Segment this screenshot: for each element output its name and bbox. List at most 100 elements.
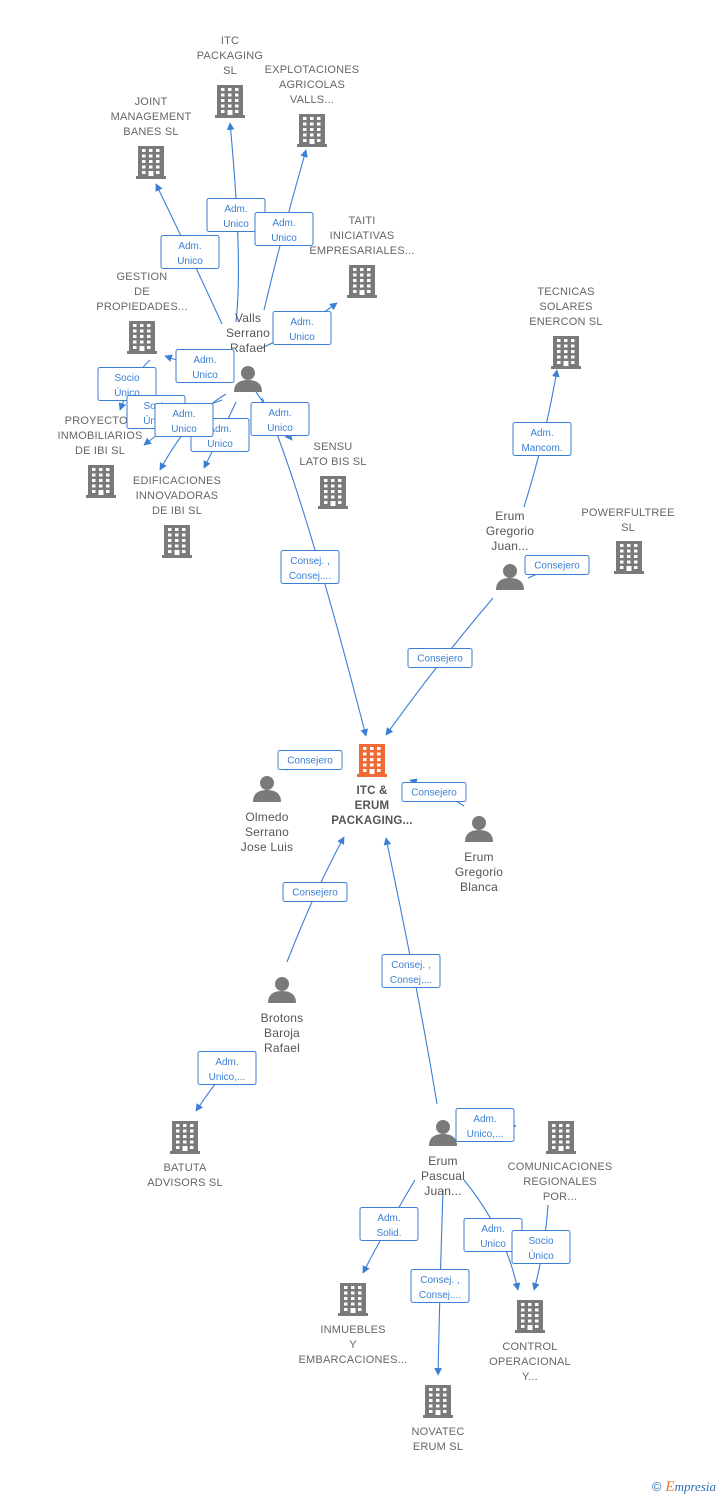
relation-badge[interactable]: Adm.Unico: [250, 402, 310, 436]
node-label: MANAGEMENT: [111, 111, 192, 123]
node-label: BANES SL: [123, 126, 178, 138]
relation-badge[interactable]: Adm.Unico: [175, 349, 235, 383]
relation-badge[interactable]: Adm.Unico: [154, 403, 214, 437]
relation-badge[interactable]: Adm. Unico,...: [455, 1108, 515, 1142]
relation-label: Solid.: [376, 1228, 401, 1239]
node-label: ITC: [221, 35, 239, 47]
building-icon: [515, 1300, 545, 1333]
node-control[interactable]: CONTROL OPERACIONAL Y...: [489, 1300, 571, 1383]
brand-logo-text: mpresia: [674, 1479, 716, 1494]
node-label: Erum: [428, 1154, 457, 1168]
node-label: Y...: [522, 1371, 538, 1383]
relation-label: Adm.: [208, 424, 231, 435]
relation-badge[interactable]: Consejero: [407, 648, 473, 668]
node-label: Serrano: [226, 326, 270, 340]
node-label: Juan...: [424, 1184, 461, 1198]
relation-badge[interactable]: Adm.Solid.: [359, 1207, 419, 1241]
node-label: OPERACIONAL: [489, 1356, 571, 1368]
relation-badge[interactable]: Consejero: [524, 555, 590, 575]
node-comunicaciones[interactable]: COMUNICACIONESREGIONALESPOR...: [508, 1121, 613, 1203]
node-label: SL: [223, 65, 237, 77]
node-gestion[interactable]: GESTIONDEPROPIEDADES...: [96, 271, 188, 354]
node-label: Serrano: [245, 825, 289, 839]
building-icon: [170, 1121, 200, 1154]
node-taiti[interactable]: TAITIINICIATIVASEMPRESARIALES...: [309, 215, 414, 298]
relation-label: Adm.: [530, 428, 553, 439]
node-label: EMBARCACIONES...: [299, 1354, 408, 1366]
node-label: PROPIEDADES...: [96, 301, 187, 313]
person-icon: [234, 366, 262, 392]
node-label: VALLS...: [290, 94, 334, 106]
node-label: GESTION: [117, 271, 168, 283]
node-explotaciones[interactable]: EXPLOTACIONESAGRICOLASVALLS...: [265, 64, 360, 147]
building-icon: [318, 476, 348, 509]
node-label: INNOVADORAS: [136, 490, 219, 502]
relation-label: Único: [528, 1249, 554, 1262]
relation-badge[interactable]: Consej. ,Consej....: [280, 550, 340, 584]
relation-label: Adm.: [215, 1057, 238, 1068]
relation-badge[interactable]: Consejero: [401, 782, 467, 802]
node-itc_packaging[interactable]: ITC PACKAGING SL: [197, 35, 263, 118]
node-label: DE IBI SL: [152, 505, 202, 517]
relation-badge[interactable]: Consejero: [277, 750, 343, 770]
relation-badge[interactable]: Adm. Unico: [272, 311, 332, 345]
node-label: Valls: [235, 311, 261, 325]
node-label: REGIONALES: [523, 1176, 597, 1188]
node-inmuebles[interactable]: INMUEBLESYEMBARCACIONES...: [299, 1283, 408, 1366]
relation-badge[interactable]: Adm.Unico: [254, 212, 314, 246]
relation-badge[interactable]: Adm.Unico: [160, 235, 220, 269]
relation-label: Adm.: [224, 204, 247, 215]
relation-badge[interactable]: Consej. ,Consej....: [381, 954, 441, 988]
node-label: Y: [349, 1339, 357, 1351]
brand-logo-initial: E: [665, 1479, 675, 1495]
relation-badge[interactable]: Adm. Unico,...: [197, 1051, 257, 1085]
relation-label: Consejero: [417, 654, 463, 665]
relation-label: Adm.: [290, 317, 313, 328]
building-icon: [127, 321, 157, 354]
node-label: PROYECTOS: [65, 415, 136, 427]
relation-label: Unico: [289, 332, 315, 343]
node-label: POR...: [543, 1191, 577, 1203]
node-label: Juan...: [491, 539, 528, 553]
relation-label: Unico: [177, 256, 203, 267]
relation-label: Unico: [271, 233, 297, 244]
node-label: Pascual: [421, 1169, 465, 1183]
node-label: EDIFICACIONES: [133, 475, 221, 487]
node-label: TECNICAS: [537, 286, 594, 298]
building-icon: [546, 1121, 576, 1154]
node-label: CONTROL: [502, 1341, 557, 1353]
building-icon: [297, 114, 327, 147]
relation-label: Unico,...: [467, 1129, 504, 1140]
brand-footer: ©Empresia: [652, 1479, 716, 1496]
relation-badge[interactable]: Consej. ,Consej....: [410, 1269, 470, 1303]
person-icon: [429, 1120, 457, 1146]
relation-label: Adm.: [473, 1114, 496, 1125]
node-label: JOINT: [135, 96, 168, 108]
node-erum_gregorio_juan[interactable]: ErumGregorioJuan...: [486, 509, 534, 590]
node-label: DE IBI SL: [75, 445, 125, 457]
relation-label: Unico,...: [209, 1072, 246, 1083]
node-label: Jose Luis: [241, 840, 294, 854]
building-icon: [423, 1385, 453, 1418]
node-label: ITC &: [356, 785, 387, 797]
node-main[interactable]: ITC &ERUMPACKAGING...: [331, 744, 413, 827]
relation-badge[interactable]: Consejero: [282, 882, 348, 902]
node-joint_management[interactable]: JOINT MANAGEMENT BANES SL: [111, 96, 192, 179]
node-label: PACKAGING: [197, 50, 263, 62]
relation-label: Consej. ,: [391, 960, 430, 971]
building-icon: [338, 1283, 368, 1316]
relation-badge[interactable]: Adm.Mancom.: [512, 422, 572, 456]
node-erum_pascual[interactable]: ErumPascualJuan...: [421, 1120, 465, 1198]
node-edificaciones[interactable]: EDIFICACIONES INNOVADORAS DE IBI SL: [133, 475, 221, 558]
